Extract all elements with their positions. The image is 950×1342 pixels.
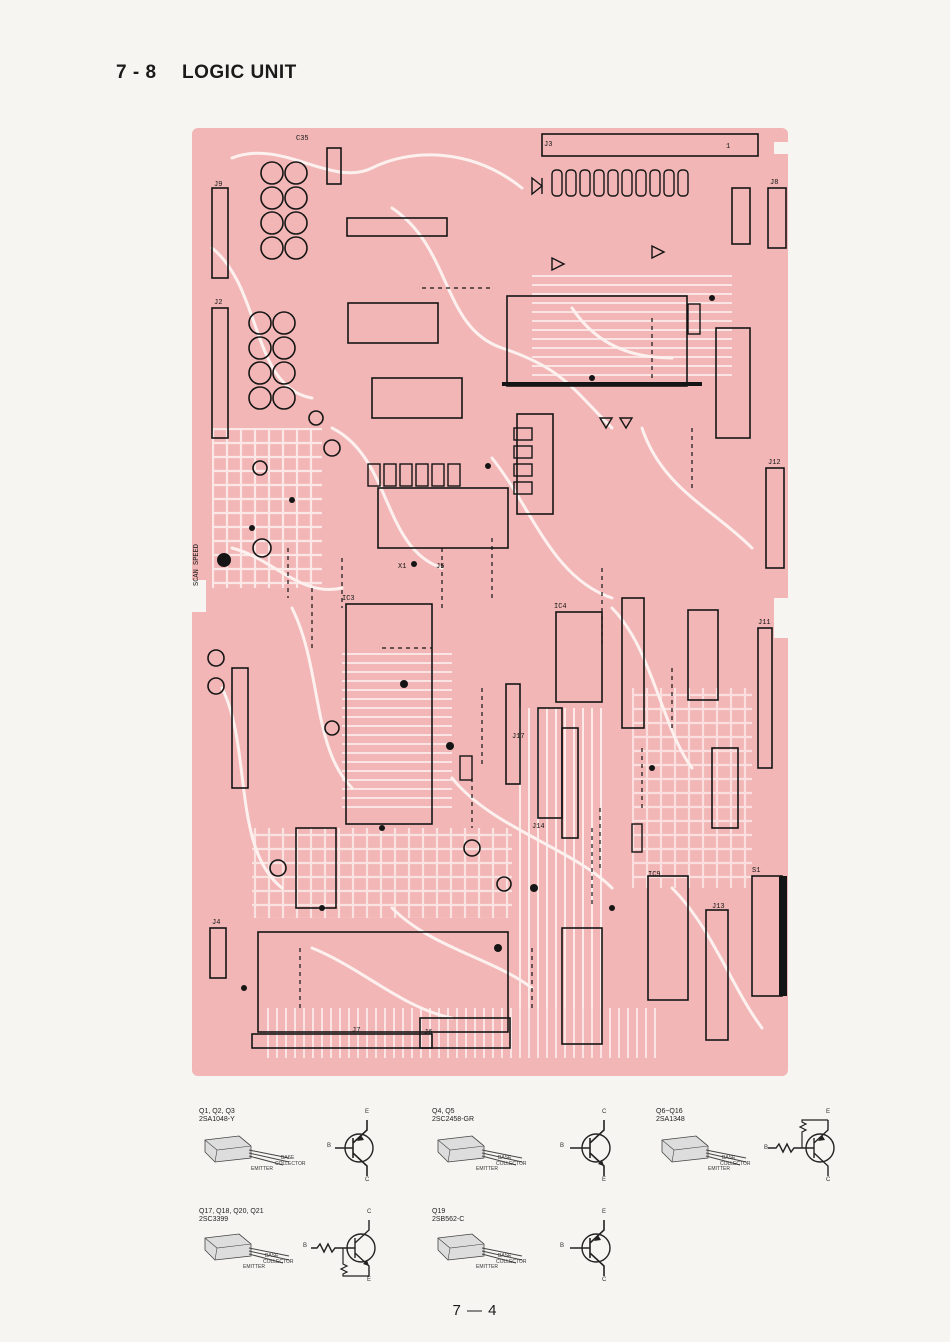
svg-text:J13: J13	[712, 903, 725, 911]
pin-base-label: B	[560, 1243, 565, 1249]
svg-text:J5: J5	[436, 563, 444, 571]
lead-collector-label: COLLECTOR	[496, 1259, 527, 1265]
svg-text:S1: S1	[752, 867, 760, 875]
pnp-transistor-symbol-icon	[335, 1120, 374, 1176]
legend-item: Q19 2SB562-C BASE COLLECTOR EMITTER E B …	[432, 1208, 622, 1288]
legend-part: 2SB562-C	[432, 1216, 465, 1223]
legend-item: Q6~Q16 2SA1348 BASE COLLECTOR EMITTER E …	[656, 1108, 846, 1188]
pnp-transistor-symbol-icon	[570, 1220, 611, 1276]
svg-text:C35: C35	[296, 135, 309, 143]
svg-text:J14: J14	[532, 823, 545, 831]
svg-text:J11: J11	[758, 619, 771, 627]
pin-bottom-label: C	[826, 1177, 831, 1183]
pin-base-label: B	[303, 1243, 308, 1249]
svg-text:1: 1	[726, 143, 730, 151]
legend-name: Q4, Q5	[432, 1108, 455, 1115]
legend-name: Q6~Q16	[656, 1108, 683, 1115]
to92-package-icon	[437, 1135, 523, 1166]
npn-resistor-transistor-symbol-icon	[311, 1220, 376, 1277]
lead-emitter-label: EMITTER	[476, 1166, 498, 1172]
to92-package-icon	[204, 1135, 290, 1166]
svg-text:J12: J12	[768, 459, 781, 467]
page-number: 7 — 4	[452, 1302, 498, 1319]
pin-top-label: E	[602, 1209, 607, 1215]
pin-base-label: B	[764, 1145, 769, 1151]
lead-collector-label: COLLECTOR	[720, 1161, 751, 1167]
legend-item: Q1, Q2, Q3 2SA1048-Y BASE COLLECTOR EMIT…	[199, 1108, 389, 1188]
pin-base-label: B	[327, 1143, 332, 1149]
svg-text:J6: J6	[424, 1029, 432, 1037]
legend-part: 2SA1348	[656, 1116, 685, 1123]
legend-item: Q17, Q18, Q20, Q21 2SC3399 BASE COLLECTO…	[199, 1208, 389, 1288]
svg-text:J8: J8	[770, 179, 778, 187]
lead-emitter-label: EMITTER	[708, 1166, 730, 1172]
pin-bottom-label: E	[367, 1277, 372, 1283]
lead-emitter-label: EMITTER	[251, 1166, 273, 1172]
lead-collector-label: COLLECTOR	[263, 1259, 294, 1265]
pin-bottom-label: C	[602, 1277, 607, 1283]
to92-package-icon	[204, 1233, 290, 1264]
pin-base-label: B	[560, 1143, 565, 1149]
svg-text:J7: J7	[352, 1027, 360, 1035]
legend-name: Q19	[432, 1208, 446, 1215]
svg-text:SCAN SPEED: SCAN SPEED	[193, 544, 201, 586]
legend-part: 2SC3399	[199, 1216, 229, 1223]
section-heading: 7 - 8 LOGIC UNIT	[116, 62, 297, 84]
pin-top-label: C	[367, 1209, 372, 1215]
svg-text:X1: X1	[398, 563, 406, 571]
svg-text:J4: J4	[212, 919, 220, 927]
svg-text:IC3: IC3	[342, 595, 355, 603]
lead-collector-label: COLLECTOR	[496, 1161, 527, 1167]
npn-transistor-symbol-icon	[570, 1120, 611, 1176]
svg-text:IC4: IC4	[554, 603, 567, 611]
pin-top-label: E	[826, 1109, 831, 1115]
lead-base-label: BASE	[498, 1155, 512, 1161]
legend-part: 2SC2458-GR	[432, 1116, 475, 1123]
to92-package-icon	[437, 1233, 523, 1264]
pnp-resistor-transistor-symbol-icon	[768, 1119, 835, 1176]
section-title: LOGIC UNIT	[182, 62, 297, 83]
legend-name: Q17, Q18, Q20, Q21	[199, 1208, 264, 1215]
lead-base-label: BASE	[498, 1253, 512, 1259]
lead-collector-label: COLLECTOR	[275, 1161, 306, 1167]
svg-text:J9: J9	[214, 181, 222, 189]
svg-text:J17: J17	[512, 733, 525, 741]
legend-item: Q4, Q5 2SC2458-GR BASE COLLECTOR EMITTER…	[432, 1108, 622, 1188]
section-number: 7 - 8	[116, 62, 157, 83]
lead-emitter-label: EMITTER	[476, 1264, 498, 1270]
pin-bottom-label: C	[365, 1177, 370, 1183]
lead-base-label: BASE	[281, 1155, 295, 1161]
lead-base-label: BASE	[722, 1155, 736, 1161]
svg-text:J2: J2	[214, 299, 222, 307]
pin-bottom-label: E	[602, 1177, 607, 1183]
lead-base-label: BASE	[265, 1253, 279, 1259]
svg-text:J3: J3	[544, 141, 552, 149]
pin-top-label: C	[602, 1109, 607, 1115]
pin-top-label: E	[365, 1109, 370, 1115]
legend-name: Q1, Q2, Q3	[199, 1108, 235, 1115]
to92-package-icon	[661, 1135, 747, 1166]
svg-text:IC9: IC9	[648, 871, 661, 879]
lead-emitter-label: EMITTER	[243, 1264, 265, 1270]
legend-part: 2SA1048-Y	[199, 1116, 235, 1123]
